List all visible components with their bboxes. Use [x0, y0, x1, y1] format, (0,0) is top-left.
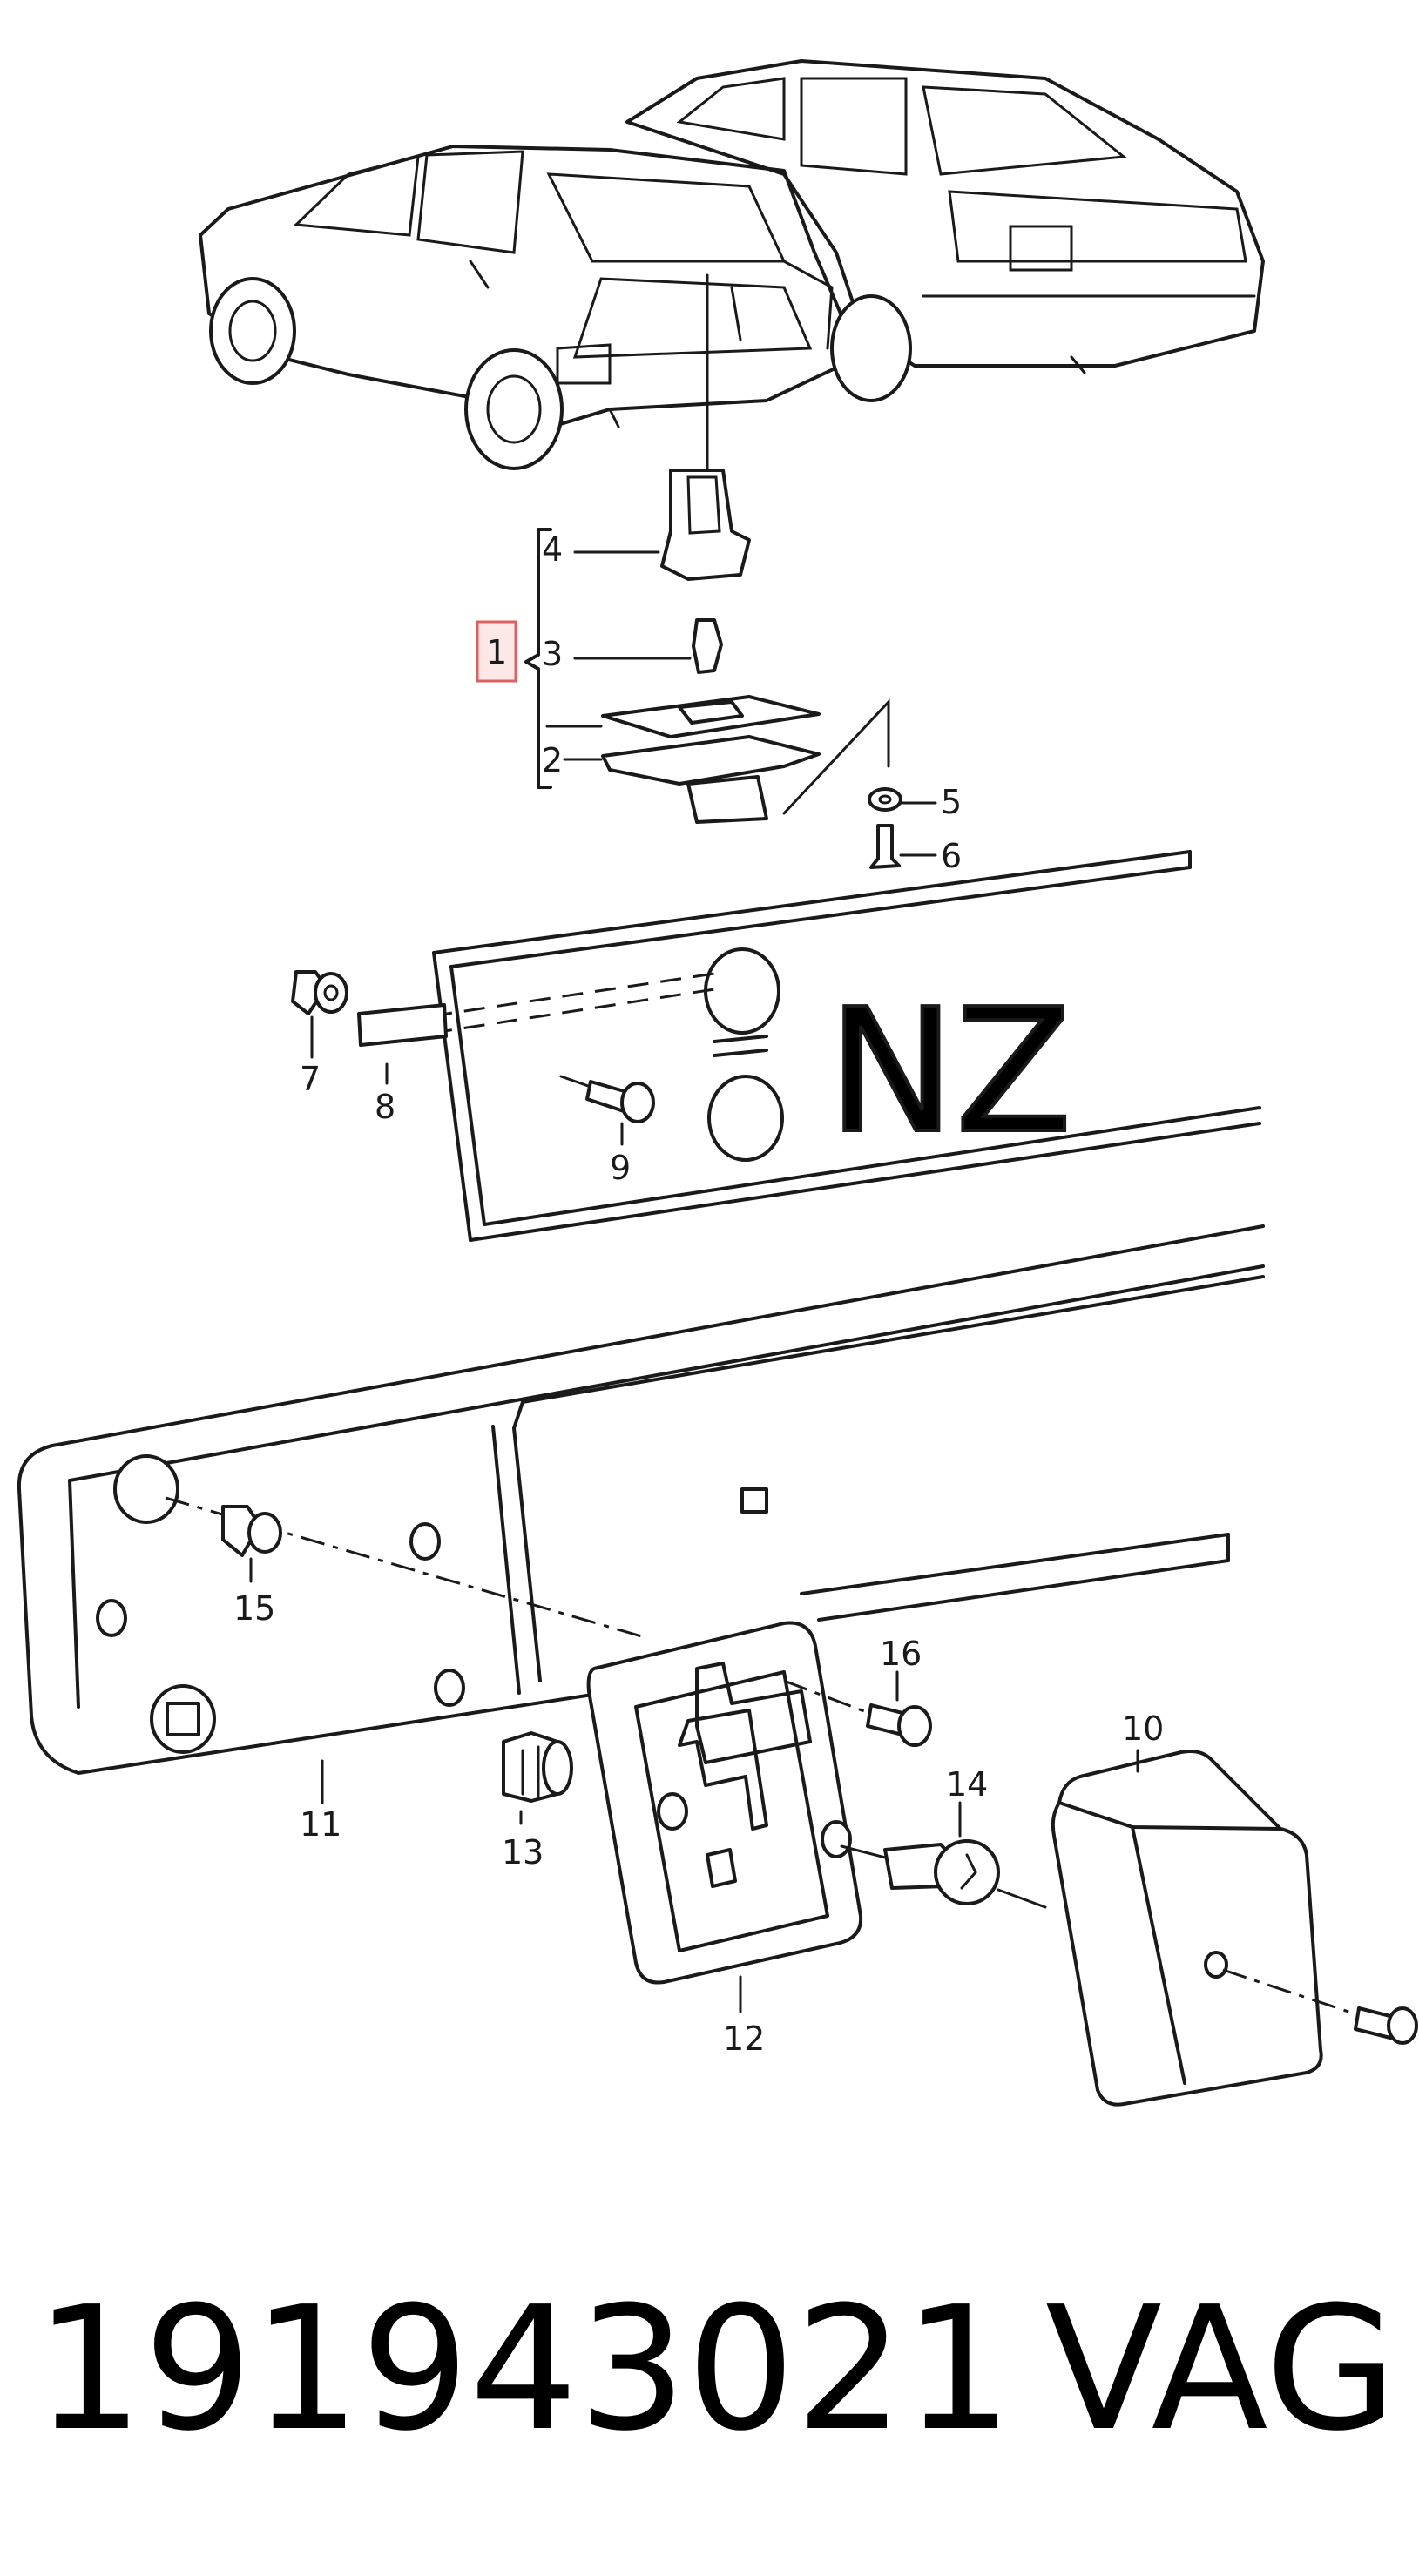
- brand-name: VAG: [1045, 2270, 1397, 2469]
- lens-cover-part-10: [1051, 1749, 1418, 2107]
- callout-11: 11: [300, 1805, 341, 1844]
- lamp-body-part-12: [586, 1621, 863, 2013]
- license-plate: NZ: [365, 850, 1261, 1242]
- callout-6: 6: [941, 837, 962, 875]
- mounting-plate-part-11: [17, 1224, 1265, 1804]
- callout-10: 10: [1122, 1709, 1164, 1748]
- callout-15: 15: [233, 1589, 275, 1628]
- callout-9: 9: [610, 1149, 631, 1187]
- screw-part-16: [783, 1670, 932, 1747]
- callout-5: 5: [941, 783, 962, 821]
- callout-16: 16: [880, 1635, 922, 1673]
- callout-13: 13: [502, 1833, 544, 1871]
- sedan-car-illustration: [625, 59, 1265, 402]
- lamp-housing-part-4: [660, 469, 751, 581]
- clip-part-15: [165, 1496, 645, 1639]
- plate-seal-circle: [704, 947, 780, 1035]
- hatchback-car-illustration: [199, 145, 842, 470]
- callout-7: 7: [300, 1060, 321, 1098]
- plate-seal-circle: [707, 1075, 784, 1162]
- callout-8: 8: [375, 1088, 395, 1126]
- license-light-assembly: [524, 273, 902, 869]
- rod-part-8: [357, 1003, 448, 1085]
- callout-4: 4: [542, 530, 563, 569]
- bulb-part-3: [692, 618, 723, 674]
- bulb-part-14: [840, 1801, 1047, 1909]
- callout-12: 12: [723, 2020, 765, 2058]
- callout-2: 2: [542, 741, 563, 779]
- screw-part-6: [869, 824, 901, 869]
- grommet-part-13: [502, 1731, 573, 1825]
- callout-3: 3: [542, 635, 563, 673]
- part-number: 191943021: [35, 2270, 1012, 2469]
- highlight-box-part-1: [476, 620, 517, 683]
- plate-letters: NZ: [828, 973, 1072, 1171]
- screw-part-9: [559, 1075, 655, 1146]
- callout-1: 1: [486, 633, 507, 671]
- clip-part-7: [291, 970, 348, 1059]
- washer-part-5: [868, 787, 902, 812]
- callout-14: 14: [946, 1765, 988, 1804]
